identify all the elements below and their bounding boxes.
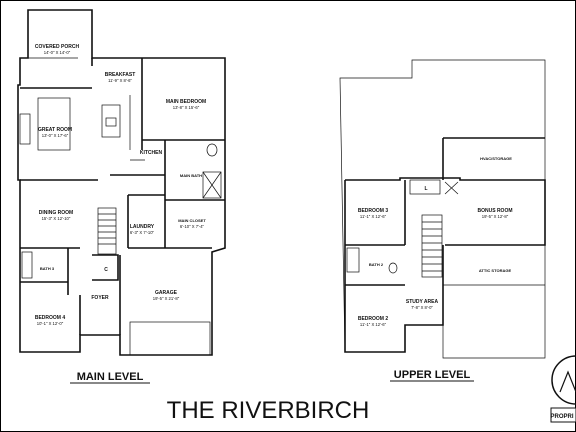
room-coat-closet: C <box>104 267 108 273</box>
room-main-bath: MAIN BATH <box>180 173 202 178</box>
room-foyer: FOYER <box>91 295 109 301</box>
main-level-labels: COVERED PORCH 14'-0" X 14'-0" BREAKFAST … <box>35 44 206 326</box>
room-main-bedroom: MAIN BEDROOM <box>166 99 206 105</box>
room-bedroom-4: BEDROOM 4 <box>35 315 66 321</box>
room-great-room: GREAT ROOM <box>38 127 72 133</box>
room-linen: L <box>424 186 427 192</box>
dim-bedroom-4: 10'-1" X 12'-0" <box>37 321 64 326</box>
dim-study-area: 7'-8" X 8'-0" <box>411 305 433 310</box>
room-study-area: STUDY AREA <box>406 299 439 305</box>
room-bonus-room: BONUS ROOM <box>478 208 513 214</box>
dim-covered-porch: 14'-0" X 14'-0" <box>44 50 71 55</box>
room-breakfast: BREAKFAST <box>105 72 136 78</box>
room-covered-porch: COVERED PORCH <box>35 44 80 50</box>
dim-laundry: 6'-3" X 7'-10" <box>130 230 155 235</box>
room-attic-storage: ATTIC STORAGE <box>479 268 512 273</box>
dim-bedroom-2: 11'-1" X 12'-6" <box>360 322 387 327</box>
dim-great-room: 13'-0" X 17'-6" <box>42 133 69 138</box>
room-bedroom-3: BEDROOM 3 <box>358 208 389 214</box>
plan-title: THE RIVERBIRCH <box>167 397 370 424</box>
dim-breakfast: 11'-9" X 8'-6" <box>108 78 132 83</box>
room-garage: GARAGE <box>155 290 178 296</box>
dim-bonus-room: 19'-5" X 12'-8" <box>482 214 509 219</box>
room-dining-room: DINING ROOM <box>39 210 73 216</box>
dim-main-bedroom: 13'-8" X 15'-6" <box>173 105 200 110</box>
room-laundry: LAUNDRY <box>130 224 155 230</box>
room-main-closet: MAIN CLOSET <box>178 218 206 223</box>
dim-main-closet: 6'-10" X 7'-4" <box>180 224 205 229</box>
room-bath-2: BATH 2 <box>369 262 384 267</box>
brand-seal-logo: PROPRI <box>550 355 576 423</box>
main-level-plan <box>17 9 226 356</box>
main-level-label: MAIN LEVEL <box>77 371 144 383</box>
dim-garage: 19'-5" X 21'-8" <box>153 296 180 301</box>
dim-bedroom-3: 11'-1" X 12'-6" <box>360 214 387 219</box>
upper-level-label: UPPER LEVEL <box>394 369 471 381</box>
room-hvac-storage: HVAC/STORAGE <box>480 156 512 161</box>
room-bath-3: BATH 3 <box>40 266 55 271</box>
badge-text: PROPRI <box>550 414 573 420</box>
upper-level-plan <box>339 59 546 359</box>
upper-level-labels: HVAC/STORAGE BEDROOM 3 11'-1" X 12'-6" B… <box>358 156 513 327</box>
dim-dining-room: 15'-3" X 12'-10" <box>42 216 71 221</box>
room-kitchen: KITCHEN <box>140 150 163 156</box>
room-bedroom-2: BEDROOM 2 <box>358 316 389 322</box>
